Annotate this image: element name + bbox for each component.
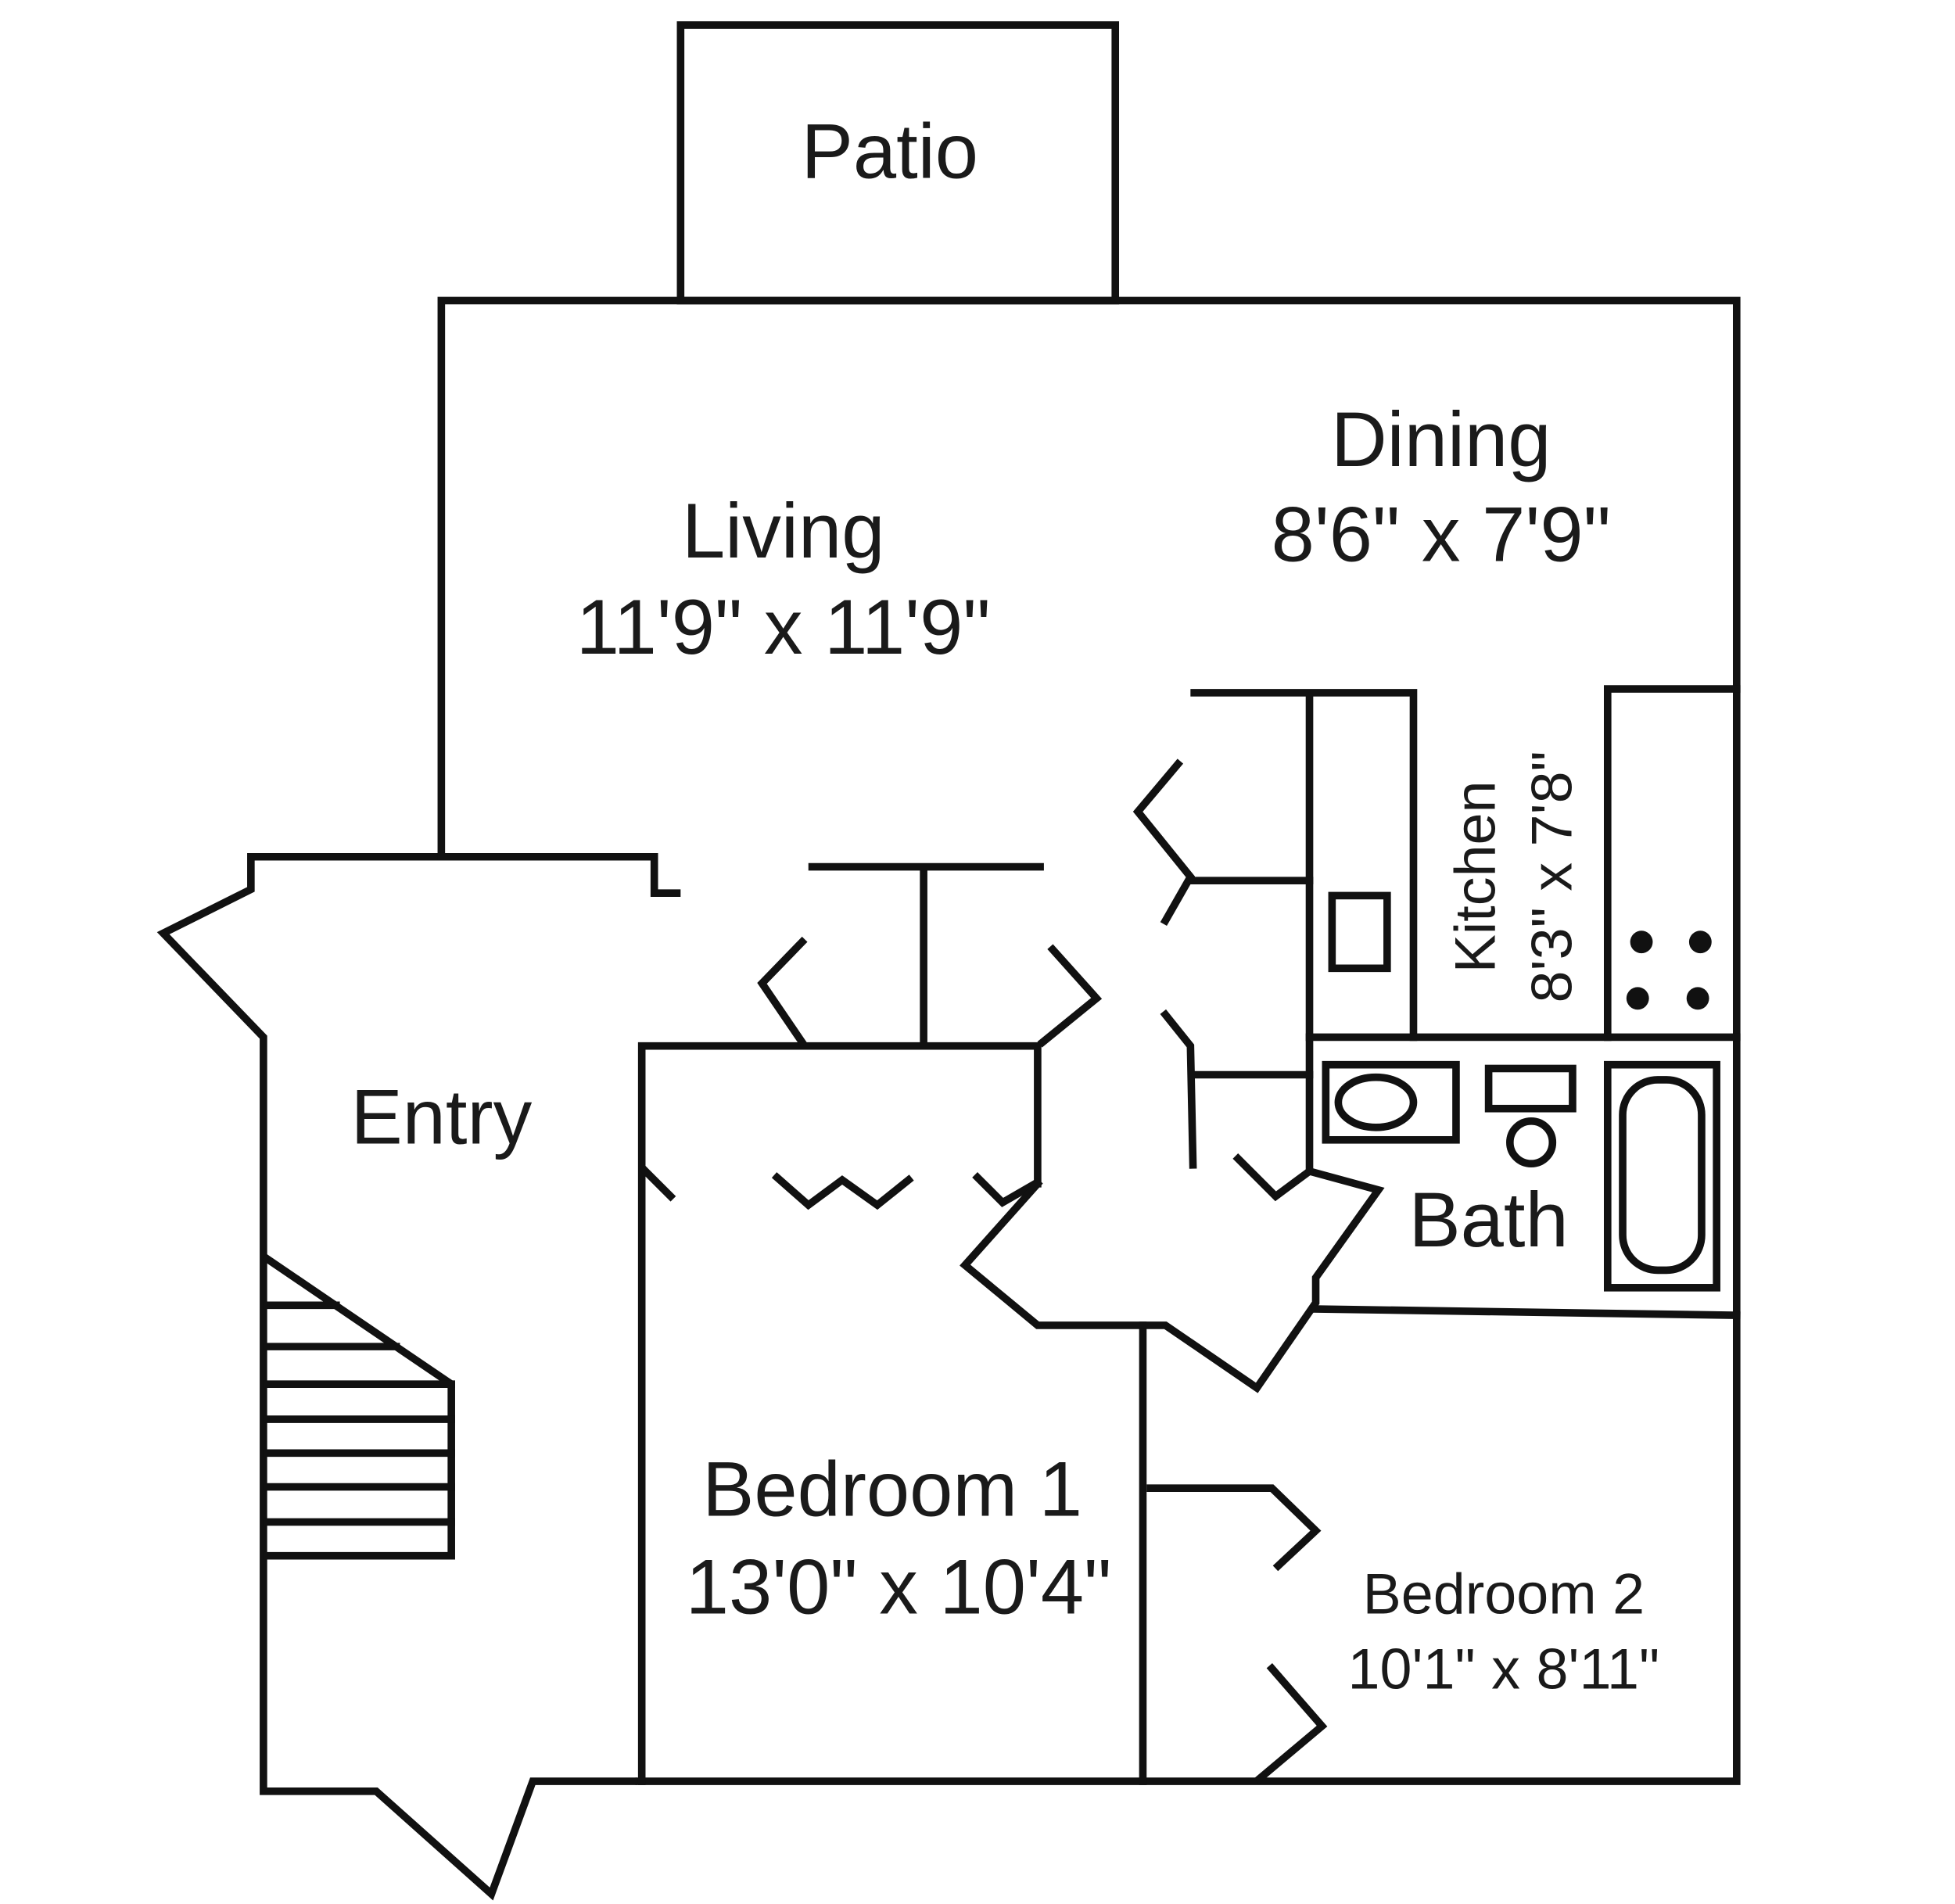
kitchen-label: Kitchen bbox=[1443, 780, 1508, 973]
stove-icon bbox=[1626, 930, 1712, 1010]
hall-closet-doors bbox=[757, 936, 1103, 1048]
living-size: 11'9" x 11'9" bbox=[576, 584, 991, 671]
bedroom2-closet-doors bbox=[1146, 1484, 1328, 1784]
linen-closet-door bbox=[1132, 758, 1314, 927]
entry-label: Entry bbox=[350, 1074, 532, 1161]
bathtub-icon bbox=[1603, 1060, 1720, 1292]
entry-wall bbox=[156, 852, 637, 1901]
linen-closet-door-2 bbox=[1160, 1009, 1314, 1169]
bath-door bbox=[1139, 1153, 1385, 1393]
exterior-wall bbox=[437, 296, 1741, 1785]
bath-label: Bath bbox=[1408, 1177, 1568, 1264]
bedroom-partition bbox=[960, 1178, 1147, 1785]
kitchen-counter bbox=[1603, 685, 1741, 1042]
bedroom1-label: Bedroom 1 bbox=[702, 1446, 1082, 1533]
bedroom1-closet-doors bbox=[640, 1166, 1041, 1210]
dining-label: Dining bbox=[1331, 396, 1551, 483]
toilet-icon bbox=[1484, 1064, 1577, 1168]
bath-wall bbox=[1305, 1033, 1741, 1319]
living-label: Living bbox=[682, 488, 884, 575]
bedroom1-size: 13'0" x 10'4" bbox=[686, 1544, 1112, 1630]
bedroom1-wall bbox=[637, 1042, 1042, 1785]
kitchen-size: 8'3" x 7'8" bbox=[1519, 751, 1584, 1002]
bedroom2-label: Bedroom 2 bbox=[1363, 1561, 1645, 1626]
patio-label: Patio bbox=[802, 108, 978, 195]
dining-size: 8'6" x 7'9" bbox=[1272, 492, 1611, 579]
entry-wall-upper bbox=[437, 852, 681, 898]
bedroom2-size: 10'1" x 8'11" bbox=[1347, 1636, 1659, 1701]
kitchen-sink bbox=[1328, 891, 1391, 973]
hall-closet-wall bbox=[808, 862, 1044, 1050]
bath-sink-icon bbox=[1322, 1060, 1460, 1144]
stairs bbox=[262, 1253, 455, 1560]
kitchen-wall bbox=[1190, 689, 1418, 1175]
